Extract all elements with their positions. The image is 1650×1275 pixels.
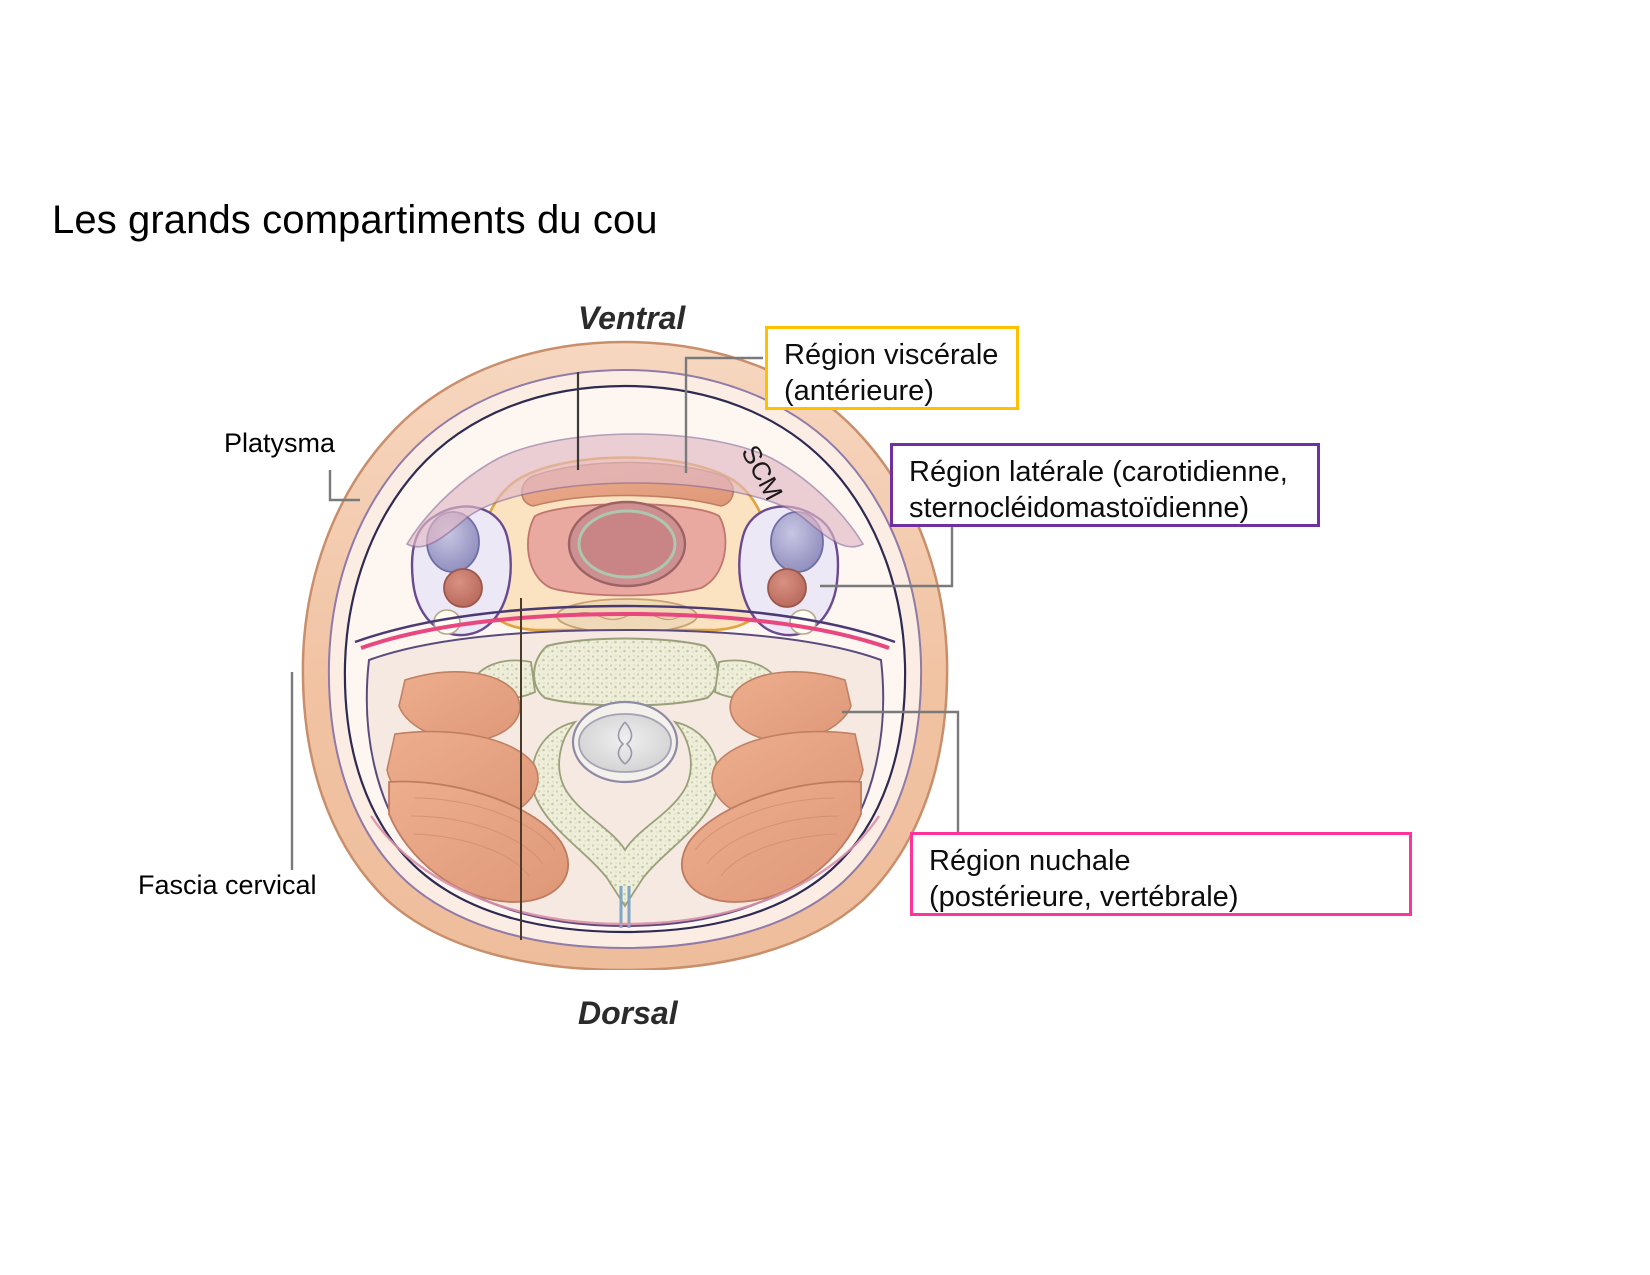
vagus-nerve-left: [433, 609, 461, 635]
tracheal-cartilage: [577, 509, 677, 579]
trapezius-right: [681, 780, 862, 903]
vertebral-arch-spinous-process: [531, 720, 719, 908]
fascia-cervical-label: Fascia cervical: [138, 870, 317, 900]
prevertebral-fascia-line: [360, 611, 890, 650]
ligamentum-nuchae: [619, 886, 631, 928]
callout-lateral-line-2: sternocléidomastoïdienne): [909, 491, 1250, 524]
trapezius-left: [388, 780, 569, 903]
orientation-label-dorsal: Dorsal: [578, 995, 678, 1031]
orientation-label-ventral: Ventral: [578, 300, 686, 336]
callout-nuchal-line-1: Région nuchale: [929, 845, 1131, 877]
vagus-nerve-right: [789, 609, 817, 635]
callout-region-laterale: Région latérale (carotidienne, sternoclé…: [890, 443, 1320, 527]
anatomy-illustration: [301, 340, 949, 970]
page-title: Les grands compartiments du cou: [52, 198, 658, 242]
common-carotid-artery-left: [443, 568, 483, 608]
spinal-cord: [578, 713, 672, 773]
callout-region-viscerale: Région viscérale (antérieure): [765, 326, 1019, 410]
muscle-striations: [410, 797, 840, 877]
posterior-fascia-line: [370, 815, 880, 926]
platysma-label: Platysma: [224, 428, 336, 458]
callout-visceral-line-2: (antérieure): [784, 374, 934, 407]
common-carotid-artery-right: [767, 568, 807, 608]
callout-lateral-line-1: Région latérale (carotidienne,: [909, 456, 1288, 488]
callout-nuchal-line-2: (postérieure, vertébrale): [929, 880, 1239, 913]
callout-visceral-line-1: Région viscérale: [784, 339, 999, 371]
callout-region-nuchale: Région nuchale (postérieure, vertébrale): [910, 832, 1412, 916]
paravertebral-muscle-left-upper: [398, 671, 521, 742]
alar-fascia-line: [354, 604, 896, 644]
vertebral-body: [532, 637, 720, 707]
spinal-cord-grey-matter: [617, 721, 633, 765]
paravertebral-muscle-right-upper: [729, 671, 852, 742]
